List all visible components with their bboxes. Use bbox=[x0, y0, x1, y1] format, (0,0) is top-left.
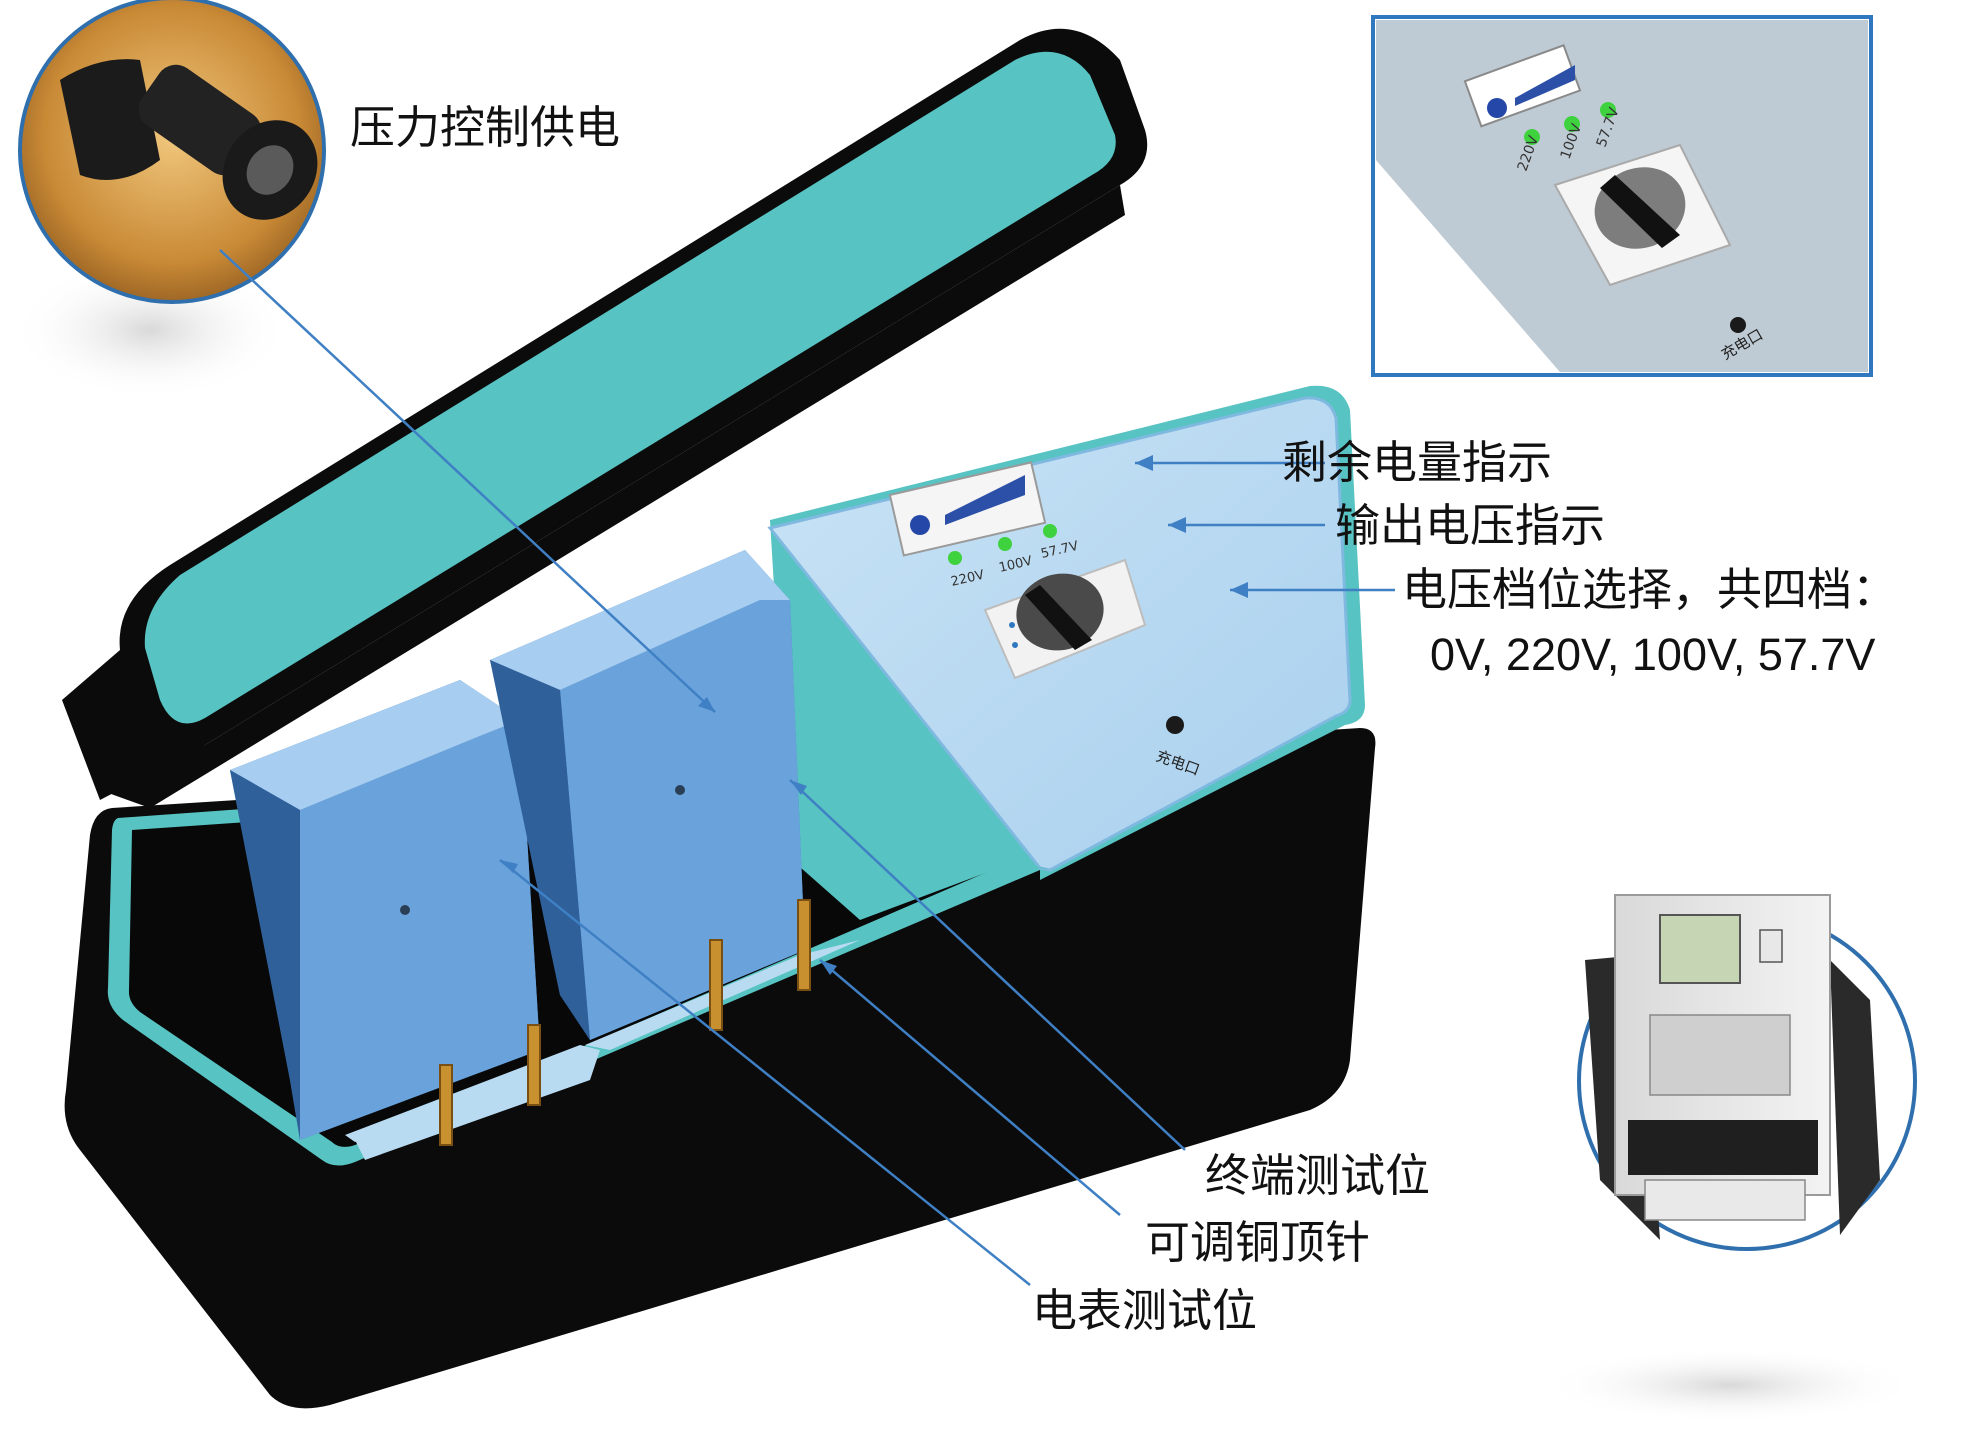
led-220v bbox=[948, 551, 962, 565]
label-pressure-power: 压力控制供电 bbox=[350, 105, 620, 150]
meter-photo bbox=[1579, 895, 1915, 1249]
label-voltage-select: 电压档位选择，共四档： bbox=[1402, 567, 1897, 612]
label-copper-pin: 可调铜顶针 bbox=[1145, 1220, 1370, 1265]
label-meter-test: 电表测试位 bbox=[1032, 1288, 1257, 1333]
battery-dot-icon bbox=[910, 515, 930, 535]
charge-port[interactable] bbox=[1166, 716, 1184, 734]
led-100v bbox=[998, 537, 1012, 551]
pressure-switch-photo bbox=[20, 0, 337, 302]
label-remaining-charge: 剩余电量指示 bbox=[1282, 440, 1552, 485]
label-terminal-test: 终端测试位 bbox=[1205, 1153, 1430, 1198]
panel-inset: 220V 100V 57.7V 充电口 bbox=[1373, 17, 1871, 375]
label-output-voltage: 输出电压指示 bbox=[1335, 503, 1605, 548]
led-57v bbox=[1043, 524, 1057, 538]
label-voltage-values: 0V, 220V, 100V, 57.7V bbox=[1430, 632, 1875, 677]
